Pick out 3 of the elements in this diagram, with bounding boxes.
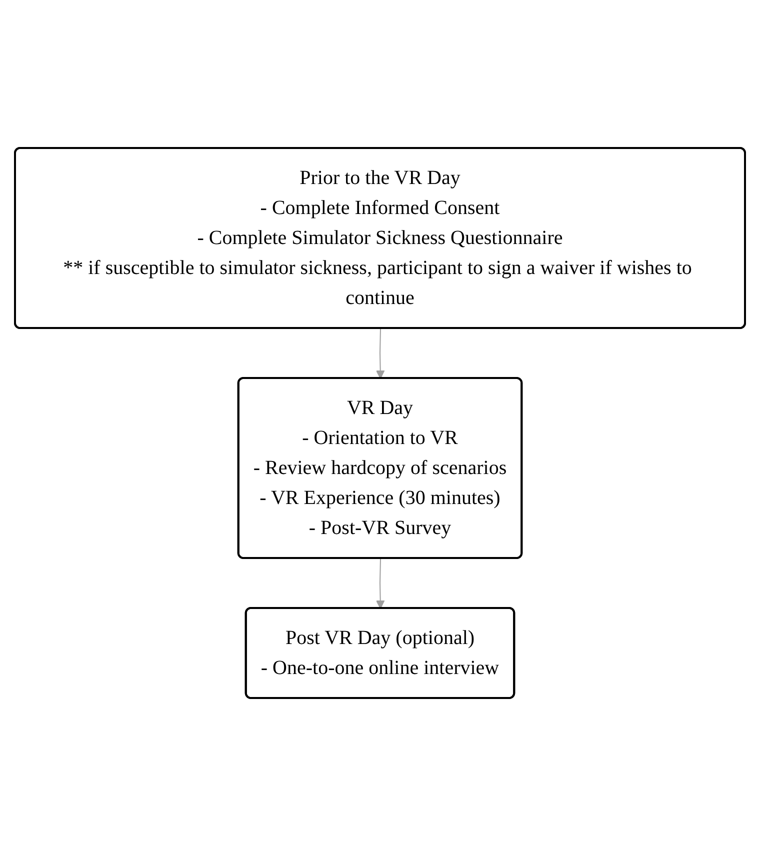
arrow <box>376 558 385 608</box>
arrow <box>376 328 385 378</box>
node-text: Prior to the VR Day - Complete Informed Consent - Complete Simulator Sickness Questionnaire ** if susceptible to simulator sickness, participant to sign a waiver if wishes to continue <box>63 166 692 308</box>
